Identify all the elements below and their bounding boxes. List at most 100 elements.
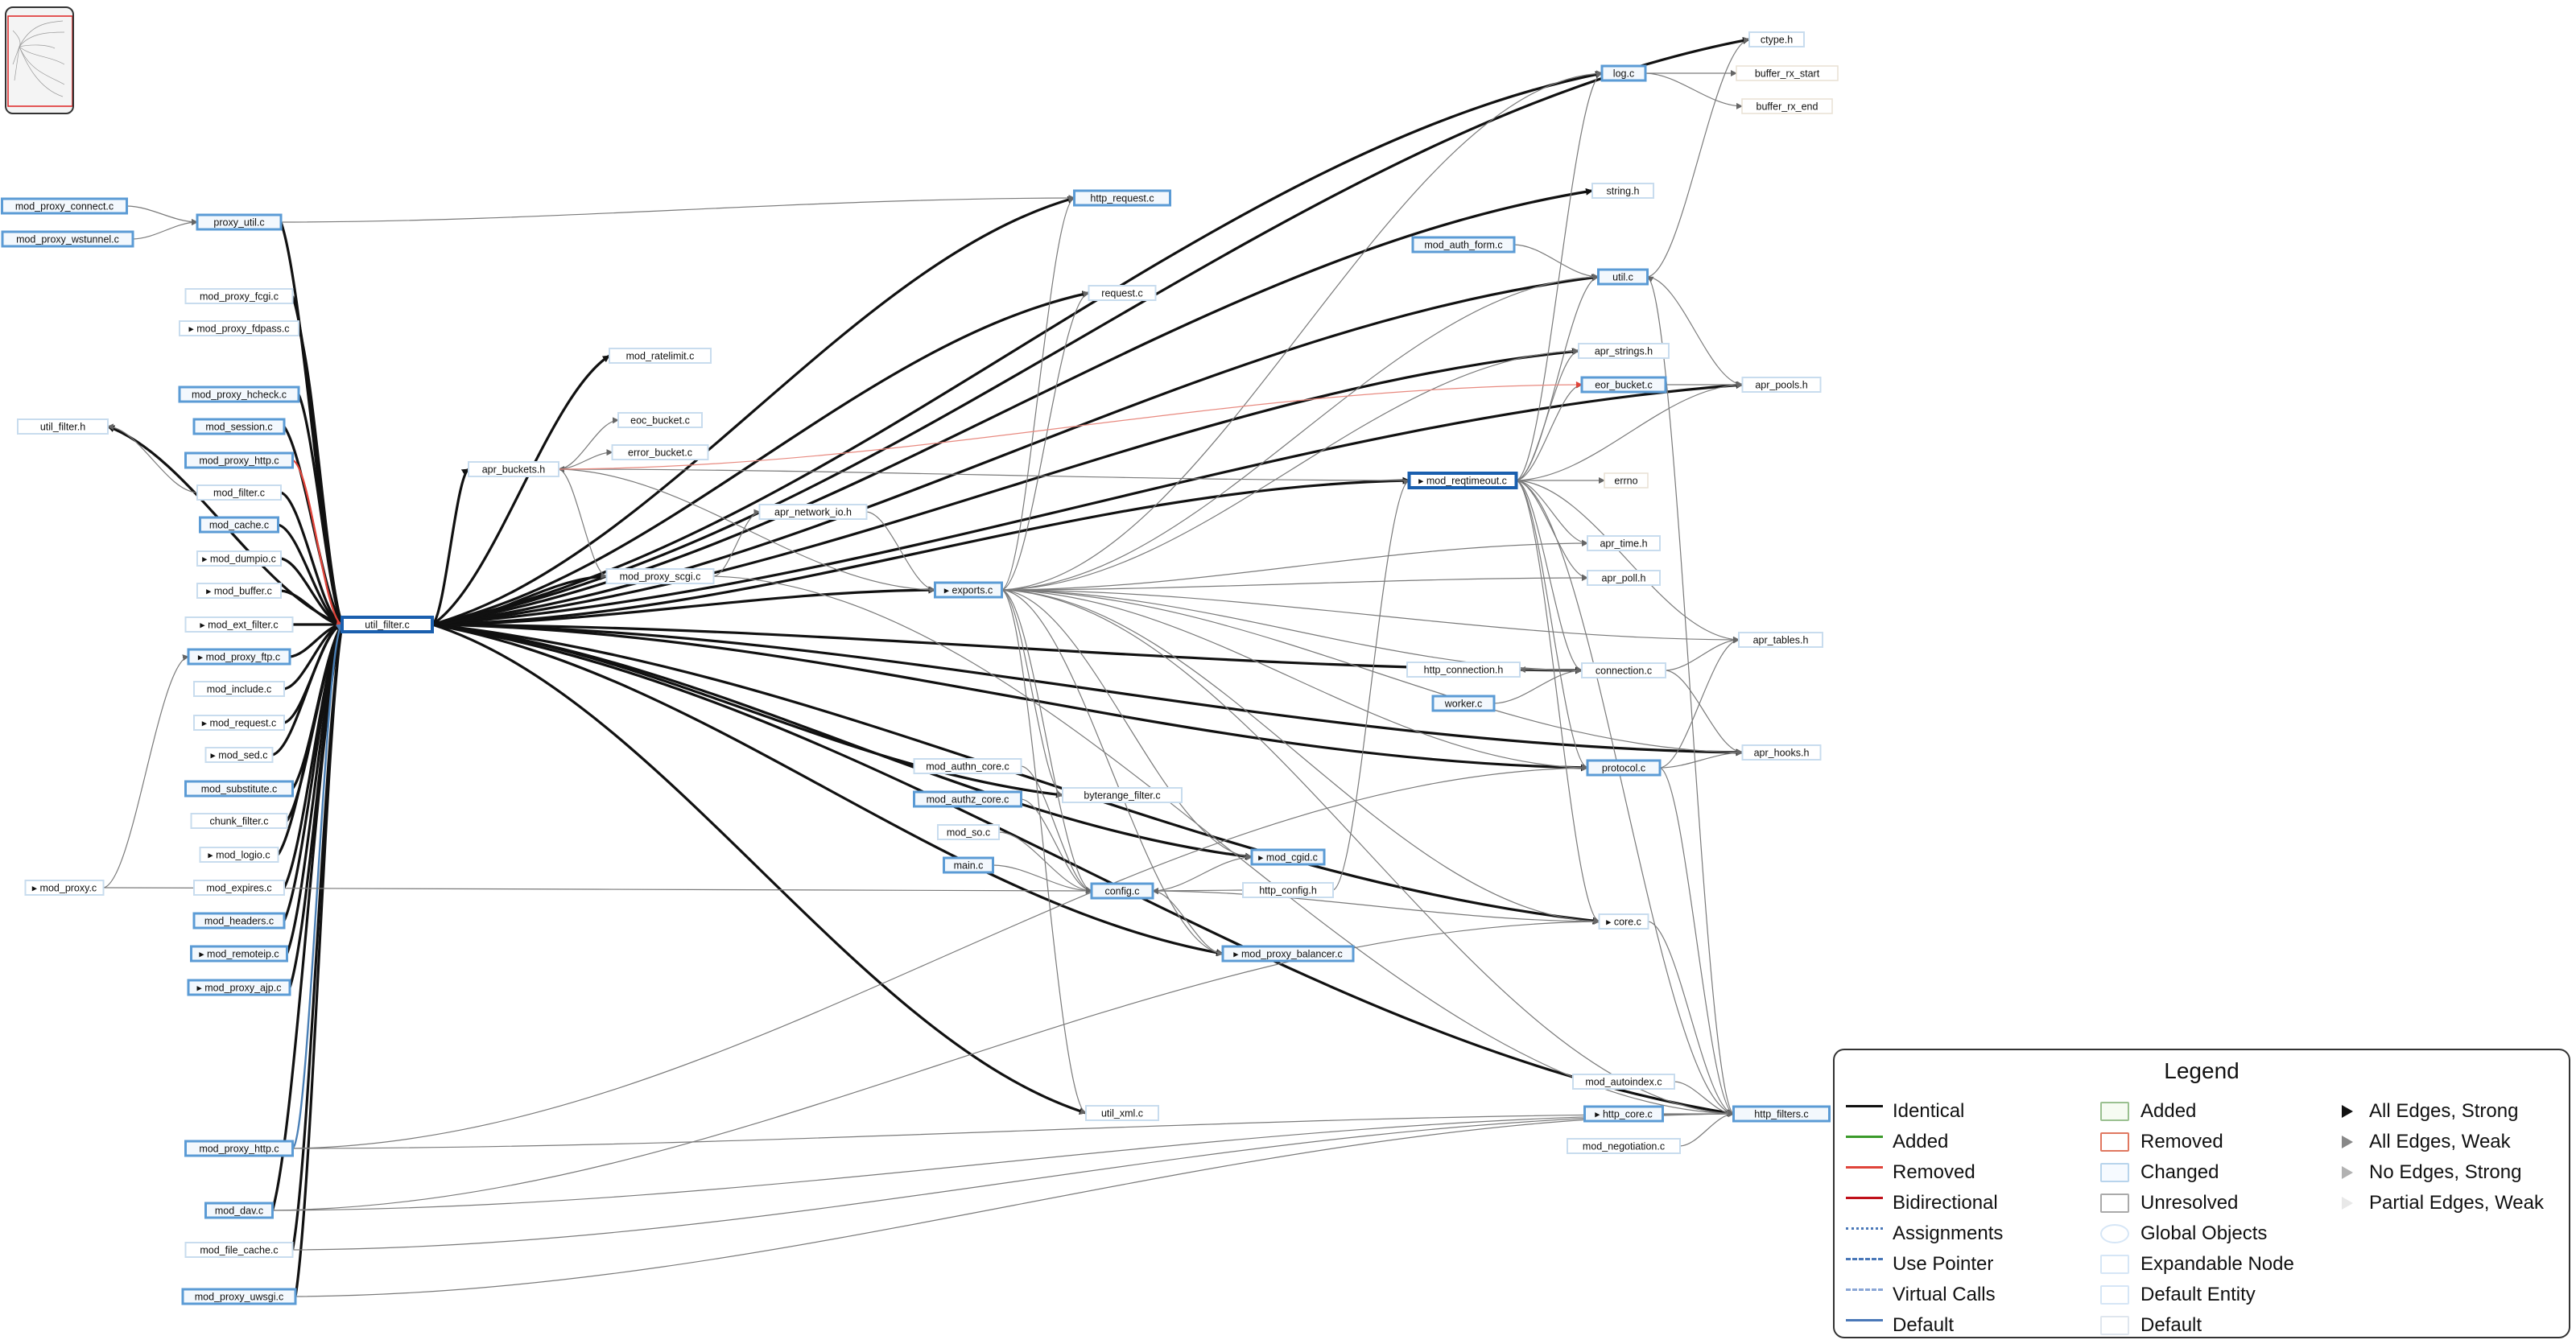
node-mod-cgid[interactable]: ▸ mod_cgid.c: [1250, 848, 1326, 866]
node-label: errno: [1614, 476, 1637, 487]
node-label: mod_filter.c: [213, 488, 265, 499]
node-util-xml[interactable]: util_xml.c: [1085, 1105, 1159, 1121]
node-mod-cache[interactable]: mod_cache.c: [199, 516, 279, 534]
node-mod-proxy-balancer[interactable]: ▸ mod_proxy_balancer.c: [1221, 945, 1355, 963]
node-apr-time[interactable]: apr_time.h: [1587, 535, 1661, 551]
node-unk[interactable]: errno: [1604, 472, 1649, 489]
node-mod-autoindex[interactable]: mod_autoindex.c: [1572, 1074, 1675, 1090]
edge-mod_filter-to-util_filter_c: [280, 491, 343, 626]
node-http-connection[interactable]: http_connection.h: [1406, 662, 1521, 678]
node-box: [184, 616, 294, 633]
node-mod-buffer[interactable]: ▸ mod_buffer.c: [196, 583, 282, 599]
node-http-filters[interactable]: http_filters.c: [1732, 1105, 1831, 1123]
node-buffer-rx-end[interactable]: buffer_rx_end: [1741, 98, 1833, 114]
node-mod-proxy-ajp[interactable]: ▸ mod_proxy_ajp.c: [187, 979, 291, 996]
node-eoc-bucket[interactable]: eoc_bucket.c: [617, 412, 703, 428]
node-worker-c[interactable]: worker.c: [1431, 695, 1496, 712]
node-mod-file-cache[interactable]: mod_file_cache.c: [184, 1242, 294, 1258]
node-mod-so[interactable]: mod_so.c: [937, 824, 1000, 840]
node-mod-dumpio[interactable]: ▸ mod_dumpio.c: [196, 550, 282, 567]
node-apr-buckets[interactable]: apr_buckets.h: [468, 461, 559, 477]
node-apr-tables[interactable]: apr_tables.h: [1738, 632, 1823, 648]
edge-exports_c-to-http_request: [1001, 196, 1075, 591]
edge-exports_c-to-apr_buckets: [558, 466, 935, 591]
node-mod-sed[interactable]: ▸ mod_sed.c: [204, 747, 274, 763]
node-protocol-c[interactable]: protocol.c: [1586, 759, 1662, 777]
node-box: [1732, 1105, 1831, 1123]
edge-exports_c-to-apr_tables: [1001, 589, 1740, 643]
legend-edge-swatch: [1846, 1227, 1883, 1230]
node-log-c[interactable]: log.c: [1600, 64, 1647, 82]
node-apr-pools[interactable]: apr_pools.h: [1741, 377, 1822, 393]
node-apr-strings[interactable]: apr_strings.h: [1578, 343, 1670, 359]
node-mod-expires[interactable]: mod_expires.c: [193, 880, 285, 896]
node-mod-proxy-scgi[interactable]: mod_proxy_scgi.c: [605, 568, 715, 584]
node-mod-proxy-wstunnel[interactable]: mod_proxy_wstunnel.c: [1, 230, 134, 248]
node-mod-negotiation[interactable]: mod_negotiation.c: [1567, 1138, 1681, 1154]
node-eor-bucket[interactable]: eor_bucket.c: [1580, 376, 1667, 394]
node-chunk-filter[interactable]: chunk_filter.c: [190, 813, 288, 829]
node-mod-reqtimeout[interactable]: ▸ mod_reqtimeout.c: [1407, 472, 1518, 489]
node-mod-authn-core[interactable]: mod_authn_core.c: [913, 758, 1022, 774]
node-exports-c[interactable]: ▸ exports.c: [934, 581, 1003, 599]
node-label: ▸ exports.c: [944, 585, 993, 596]
node-box: [1580, 376, 1667, 394]
node-error-bucket[interactable]: error_bucket.c: [611, 444, 709, 460]
node-mod-ratelimit[interactable]: mod_ratelimit.c: [609, 348, 712, 364]
node-util-filter-h[interactable]: util_filter.h: [17, 418, 109, 435]
node-mod-proxy-http2[interactable]: mod_proxy_http.c: [184, 1140, 294, 1157]
node-connection-c[interactable]: connection.c: [1581, 662, 1666, 678]
legend-node-label: Added: [2140, 1100, 2197, 1122]
node-config-c[interactable]: config.c: [1090, 882, 1154, 900]
node-mod-headers[interactable]: mod_headers.c: [192, 912, 286, 930]
node-request-c[interactable]: request.c: [1088, 285, 1157, 301]
node-mod-proxy-ftp[interactable]: ▸ mod_proxy_ftp.c: [187, 648, 291, 666]
node-mod-proxy-fcgi[interactable]: mod_proxy_fcgi.c: [184, 288, 294, 304]
node-box: [1578, 343, 1670, 359]
node-http-request[interactable]: http_request.c: [1073, 189, 1171, 207]
node-mod-authz-core[interactable]: mod_authz_core.c: [913, 790, 1022, 808]
node-util-c[interactable]: util.c: [1597, 268, 1649, 286]
node-box: [204, 747, 274, 763]
node-mod-proxy-connect[interactable]: mod_proxy_connect.c: [1, 197, 128, 215]
node-apr-poll[interactable]: apr_poll.h: [1587, 570, 1661, 586]
node-ctype-h[interactable]: ctype.h: [1748, 31, 1805, 47]
node-box: [179, 320, 299, 336]
node-string-h[interactable]: string.h: [1591, 183, 1654, 199]
node-mod-ext-filter[interactable]: ▸ mod_ext_filter.c: [184, 616, 294, 633]
node-mod-proxy-fdpass[interactable]: ▸ mod_proxy_fdpass.c: [179, 320, 299, 336]
minimap-viewport[interactable]: [7, 15, 72, 107]
node-main-c[interactable]: main.c: [943, 856, 994, 874]
edge-apr_buckets-to-mod_proxy_scgi: [558, 468, 608, 579]
node-mod-request[interactable]: ▸ mod_request.c: [193, 715, 285, 731]
node-proxy-util[interactable]: proxy_util.c: [196, 213, 283, 231]
node-byterange-filter[interactable]: byterange_filter.c: [1062, 787, 1183, 803]
node-mod-filter[interactable]: mod_filter.c: [196, 484, 282, 501]
node-apr-hooks[interactable]: apr_hooks.h: [1741, 744, 1822, 761]
node-mod-session[interactable]: mod_session.c: [192, 418, 286, 435]
node-util-filter-c[interactable]: util_filter.c: [341, 616, 434, 633]
node-mod-remoteip[interactable]: ▸ mod_remoteip.c: [190, 945, 288, 963]
node-mod-dav[interactable]: mod_dav.c: [204, 1202, 274, 1219]
node-core-c[interactable]: ▸ core.c: [1598, 913, 1649, 930]
node-mod-proxy-http1[interactable]: mod_proxy_http.c: [184, 451, 294, 469]
node-mod-include[interactable]: mod_include.c: [193, 681, 285, 697]
node-mod-logio[interactable]: ▸ mod_logio.c: [199, 847, 279, 863]
node-mod-proxy-uwsgi[interactable]: mod_proxy_uwsgi.c: [181, 1288, 297, 1305]
node-box: [184, 288, 294, 304]
node-mod-proxy[interactable]: ▸ mod_proxy.c: [24, 880, 105, 896]
node-http-core[interactable]: ▸ http_core.c: [1583, 1105, 1664, 1123]
node-http-config[interactable]: http_config.h: [1242, 882, 1334, 898]
edge-apr_buckets-to-eor_bucket: [558, 381, 1583, 470]
overview-minimap[interactable]: [5, 6, 74, 114]
node-mod-substitute[interactable]: mod_substitute.c: [184, 780, 294, 798]
legend-node-label: Changed: [2140, 1161, 2219, 1183]
node-buffer-rx-start[interactable]: buffer_rx_start: [1736, 65, 1839, 81]
node-mod-proxy-hcheck[interactable]: mod_proxy_hcheck.c: [178, 385, 300, 403]
node-apr-network-io[interactable]: apr_network_io.h: [758, 504, 868, 520]
edge-mod_reqtimeout-to-log_c: [1516, 72, 1603, 481]
node-mod-auth-form[interactable]: mod_auth_form.c: [1411, 236, 1516, 254]
legend-node-label: Default Entity: [2140, 1284, 2256, 1305]
node-label: apr_poll.h: [1602, 573, 1646, 584]
